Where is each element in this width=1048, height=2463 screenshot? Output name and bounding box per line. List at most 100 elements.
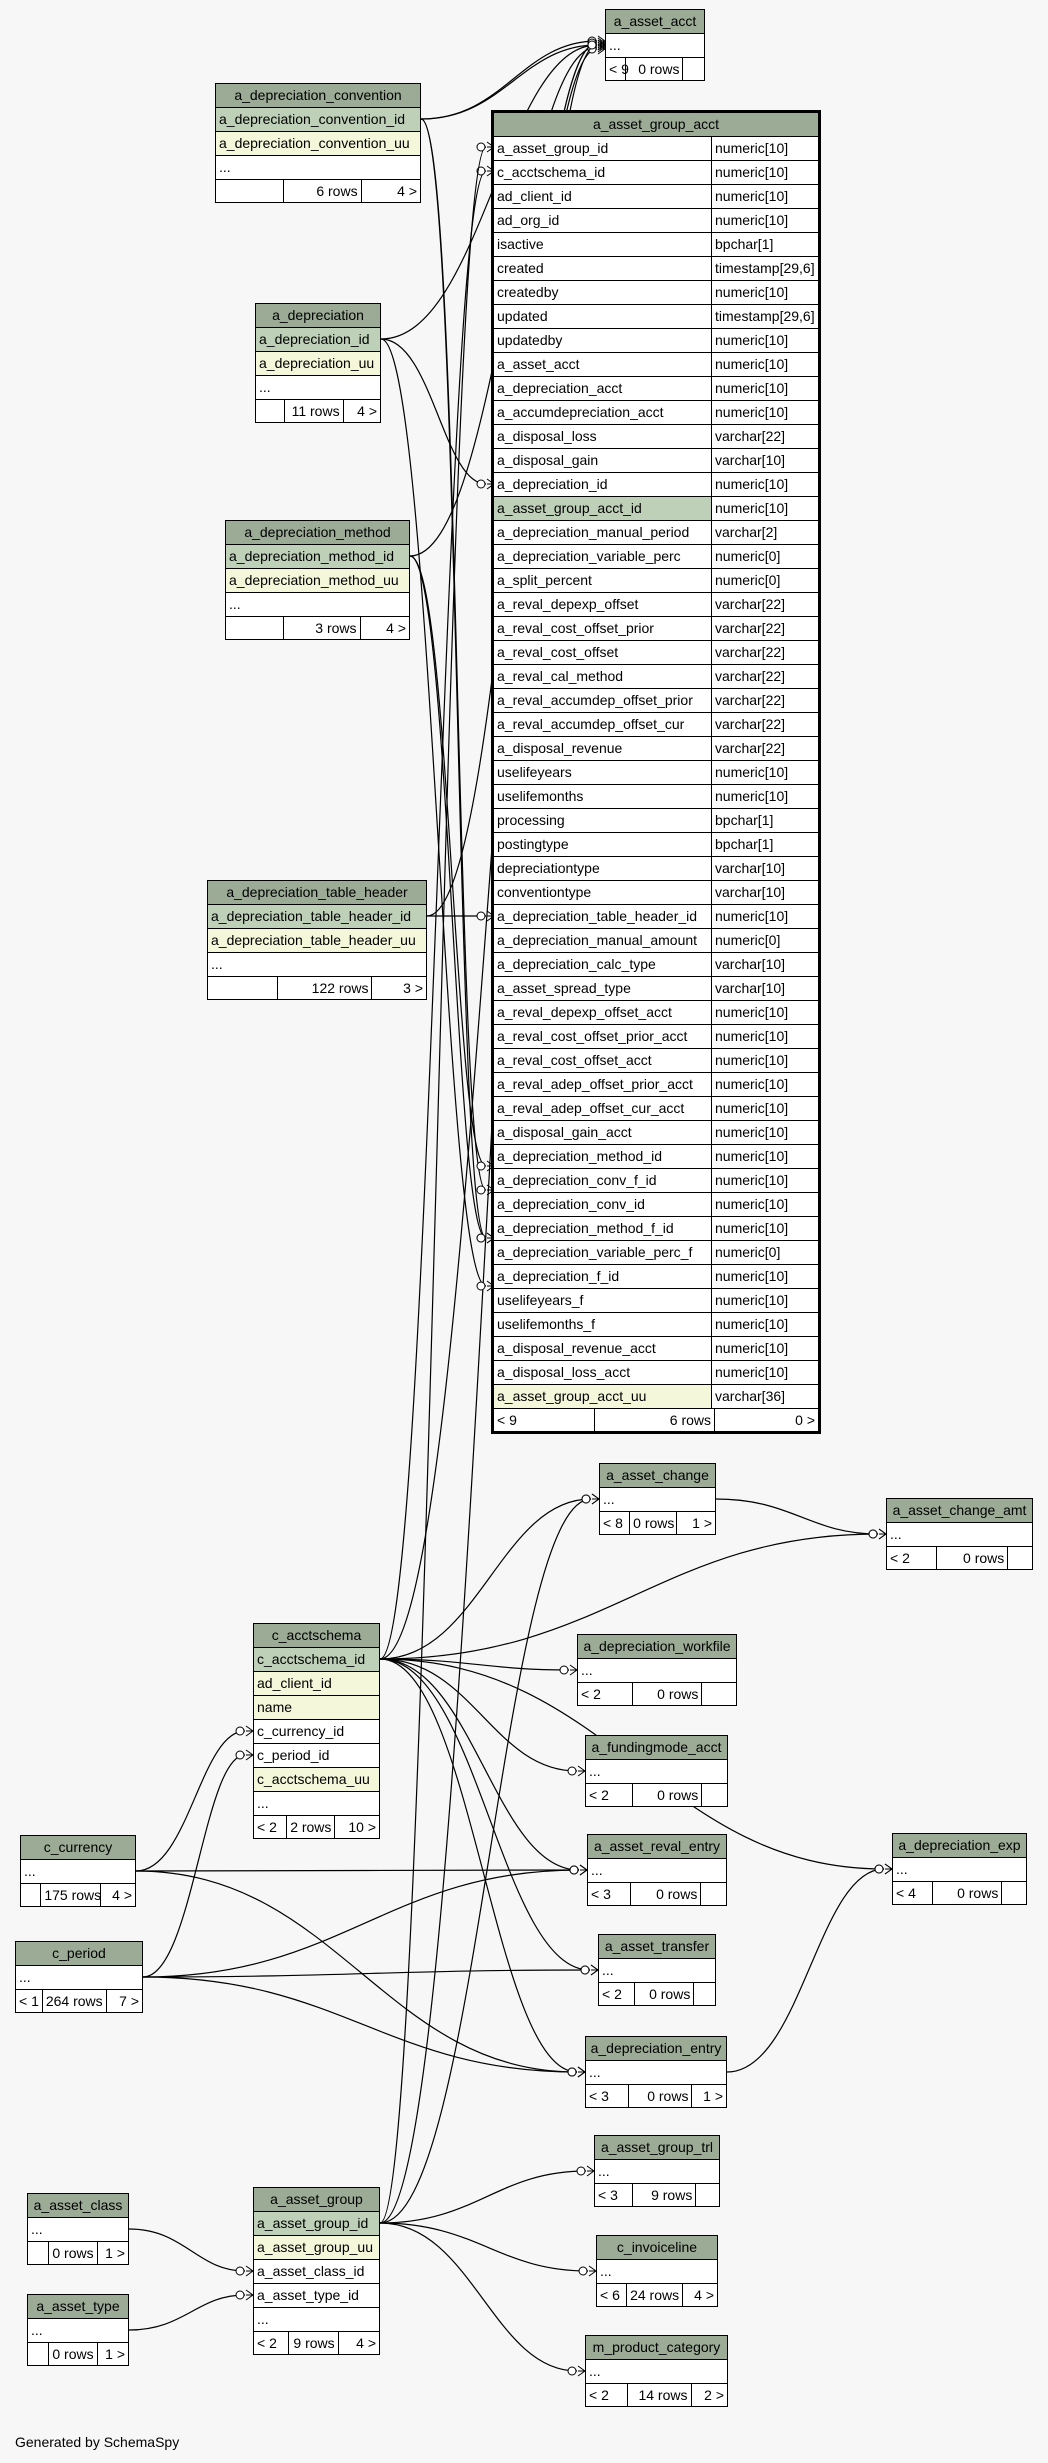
row-count: 0 rows xyxy=(47,2343,97,2365)
more-columns-row: ... xyxy=(887,1523,1032,1547)
column-name: a_reval_accumdep_offset_prior xyxy=(494,689,712,712)
row-count: 175 rows xyxy=(40,1884,101,1906)
column-name: a_disposal_revenue_acct xyxy=(494,1337,712,1360)
table-title: a_asset_change_amt xyxy=(887,1499,1032,1523)
more-columns-row: ... xyxy=(600,1488,715,1512)
column-type: numeric[10] xyxy=(712,185,818,208)
table-title: a_asset_group xyxy=(254,2188,379,2212)
column-type: numeric[10] xyxy=(712,1265,818,1288)
parents-count: < 6 xyxy=(600,2287,620,2303)
parents-count: < 2 xyxy=(257,2335,277,2351)
relationship-edge xyxy=(715,1498,879,1535)
parents-count: < 8 xyxy=(603,1515,623,1531)
column-type: numeric[10] xyxy=(712,785,818,808)
relationship-edge xyxy=(128,2294,246,2331)
children-count xyxy=(700,1883,726,1905)
column-name: updatedby xyxy=(494,329,712,352)
column-name: createdby xyxy=(494,281,712,304)
parents-count: < 2 xyxy=(602,1986,622,2002)
column-name: a_disposal_revenue xyxy=(494,737,712,760)
column-type: numeric[10] xyxy=(712,761,818,784)
column-type: varchar[2] xyxy=(712,521,818,544)
column-name: a_depreciation_f_id xyxy=(494,1265,712,1288)
column-row: a_asset_group_uu xyxy=(254,2236,379,2260)
column-type: numeric[10] xyxy=(712,1121,818,1144)
children-count xyxy=(701,1683,736,1705)
column-name: a_disposal_gain_acct xyxy=(494,1121,712,1144)
table-title: a_depreciation_convention xyxy=(216,84,420,108)
column-name: a_reval_depexp_offset xyxy=(494,593,712,616)
column-type: bpchar[1] xyxy=(712,233,818,256)
row-count: 0 rows xyxy=(628,2085,691,2107)
children-count: 1 > xyxy=(96,2242,128,2264)
children-count xyxy=(1007,1547,1032,1569)
column-type: varchar[22] xyxy=(712,713,818,736)
column-row: a_asset_group_id xyxy=(254,2212,379,2236)
parents-count: < 1 xyxy=(19,1993,39,2009)
relationship-edge xyxy=(142,1754,246,1978)
column-name: a_asset_acct xyxy=(494,353,712,376)
relationship-edge xyxy=(379,2170,587,2224)
table-title: a_asset_acct xyxy=(606,10,704,34)
column-type: numeric[10] xyxy=(712,473,818,496)
column-name: updated xyxy=(494,305,712,328)
column-type: bpchar[1] xyxy=(712,809,818,832)
crowfoot-marker xyxy=(235,1749,254,1761)
relationship-edge xyxy=(379,1498,592,1660)
children-count: 10 > xyxy=(334,1816,379,1838)
table-title: a_depreciation_entry xyxy=(586,2037,726,2061)
column-name: a_disposal_loss xyxy=(494,425,712,448)
column-row: a_depreciation_uu xyxy=(256,352,380,376)
parents-count xyxy=(28,2242,48,2264)
children-count: 2 > xyxy=(690,2384,728,2406)
more-columns-row: ... xyxy=(599,1959,715,1983)
relationship-edge xyxy=(409,555,487,1167)
column-name: uselifemonths_f xyxy=(494,1313,712,1336)
column-name: a_depreciation_conv_f_id xyxy=(494,1169,712,1192)
crowfoot-marker xyxy=(874,1863,893,1875)
column-type: varchar[22] xyxy=(712,617,818,640)
column-type: numeric[10] xyxy=(712,1361,818,1384)
column-type: varchar[10] xyxy=(712,977,818,1000)
children-count xyxy=(701,1784,727,1806)
more-columns-row: ... xyxy=(578,1659,736,1683)
crowfoot-marker xyxy=(567,1765,586,1777)
